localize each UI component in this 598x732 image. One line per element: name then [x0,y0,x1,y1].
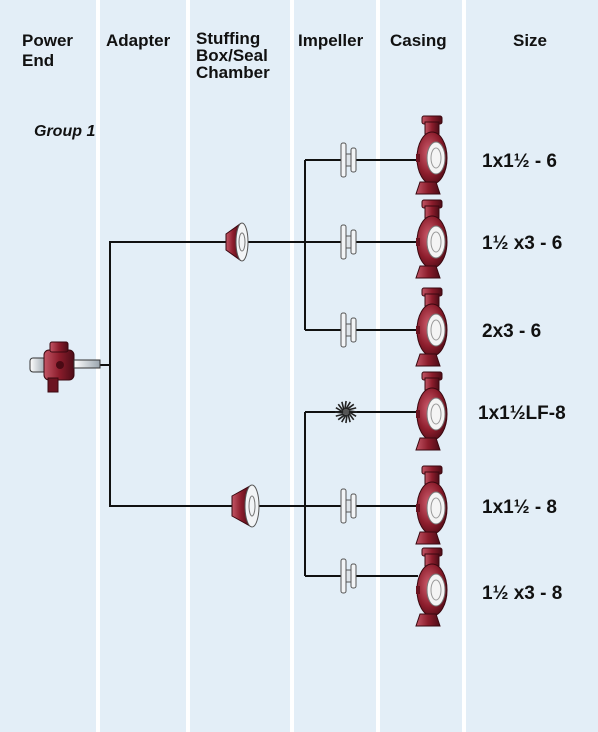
column-divider [376,0,380,732]
impeller-icon [340,558,357,594]
upper-trunk-line [100,241,305,366]
volute-casing-icon [415,115,448,195]
impeller-icon [340,312,357,348]
casing-icons [415,115,448,627]
volute-casing-icon [415,547,448,627]
open-impeller-icon [334,400,358,424]
impeller-icon [340,488,357,524]
size-label: 1½ x3 - 8 [482,583,562,604]
pump-power-end-icon [29,341,101,393]
header-seal-line2: Box/Seal [196,46,268,65]
size-label: 1x1½ - 8 [482,497,557,518]
column-headers: Power End Adapter Stuffing Box/Seal Cham… [22,29,547,82]
impeller-icons [334,142,358,594]
header-adapter: Adapter [106,31,171,50]
volute-casing-icon [415,371,448,451]
volute-casing-icon [415,199,448,279]
header-impeller: Impeller [298,31,364,50]
group-label: Group 1 [34,123,95,140]
column-divider [186,0,190,732]
header-casing: Casing [390,31,447,50]
size-labels: 1x1½ - 6 1½ x3 - 6 2x3 - 6 1x1½LF-8 1x1½… [478,151,566,604]
impeller-icon [340,224,357,260]
seal-chamber-icon-lower [231,484,260,528]
volute-casing-icon [415,287,448,367]
size-label: 1½ x3 - 6 [482,233,562,254]
size-label: 1x1½ - 6 [482,151,557,172]
header-power-end-line1: Power [22,31,73,50]
column-divider [290,0,294,732]
size-label: 2x3 - 6 [482,321,541,342]
impeller-icon [340,142,357,178]
seal-chamber-icon-upper [225,222,249,262]
header-seal-line1: Stuffing [196,29,260,48]
volute-casing-icon [415,465,448,545]
header-power-end-line2: End [22,51,54,70]
size-label: 1x1½LF-8 [478,403,566,424]
column-divider [462,0,466,732]
header-seal-line3: Chamber [196,63,270,82]
header-size: Size [513,31,547,50]
